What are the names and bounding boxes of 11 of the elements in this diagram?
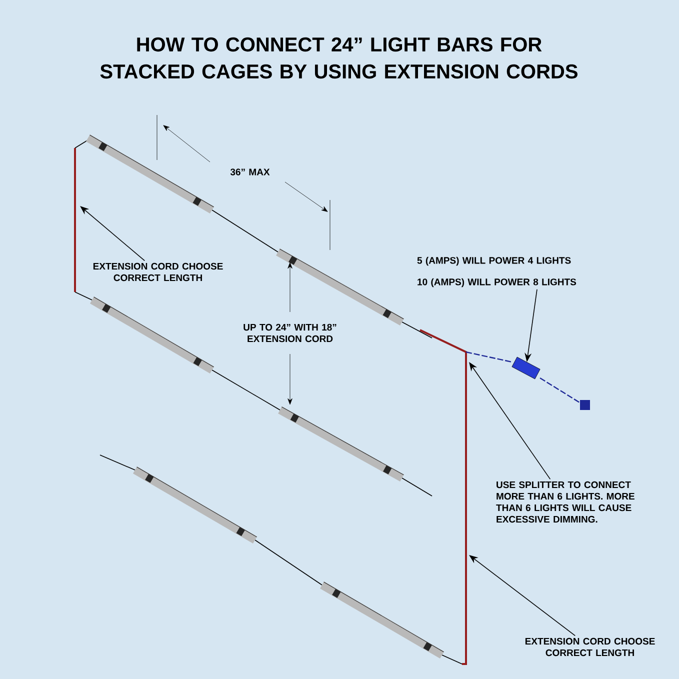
dimension-label: 36” MAX [230,168,270,176]
title: HOW TO CONNECT 24” LIGHT BARS FOR STACKED CAGES BY USING EXTENSION CORDS [100,37,578,79]
leader-arrow [469,555,576,636]
leader-arrow [80,206,146,262]
note-text: USE SPLITTER TO CONNECT MORE THAN 6 LIGHTS. MORE THAN 6 LIGHTS WILL CAUSE EXCESSIVE DIMMING. [496,481,634,523]
note-text: EXTENSION CORD CHOOSE CORRECT LENGTH [525,638,655,656]
note-text: 5 (AMPS) WILL POWER 4 LIGHTS [417,256,571,266]
dimension-label: UP TO 24” WITH 18” EXTENSION CORD [244,324,336,342]
note-text: 10 (AMPS) WILL POWER 8 LIGHTS [418,278,576,288]
note-text: EXTENSION CORD CHOOSE CORRECT LENGTH [93,262,223,282]
power-supply [512,356,540,380]
